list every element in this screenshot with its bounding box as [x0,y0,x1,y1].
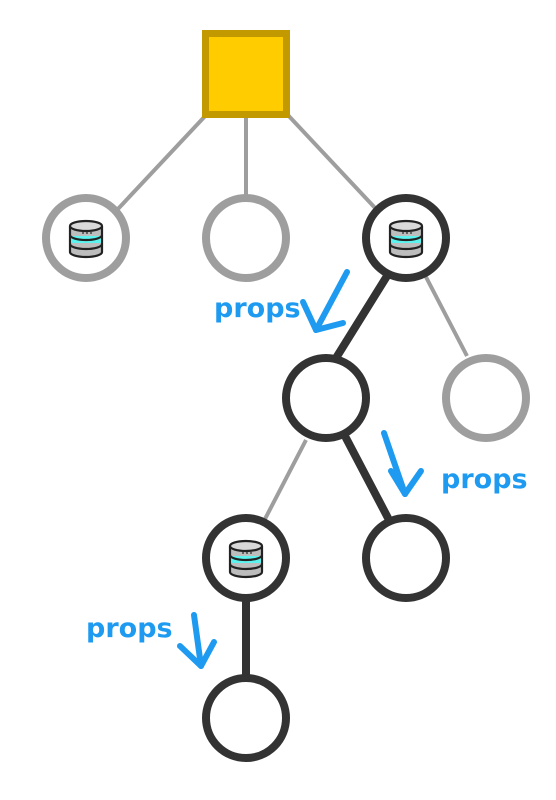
edge-d-g [342,434,392,522]
props-label-2: props [441,464,528,495]
database-icon [68,219,104,259]
props-label-3: props [86,613,173,644]
database-icon [388,219,424,259]
arrow-down-icon [381,430,424,497]
props-label-1: props [214,293,301,324]
props-arrows [177,269,424,669]
edge-c-e [424,276,469,357]
arrow-down-icon [177,612,217,669]
node-g [362,514,450,602]
arrow-down-icon [300,269,350,333]
node-b [202,194,290,282]
edge-root-c [284,111,379,212]
edge-c-d [332,272,391,362]
database-icon [228,539,264,579]
node-d [282,354,370,442]
edge-root-a [115,111,210,212]
node-h [202,674,290,762]
edge-d-f [263,439,308,520]
edges [115,111,469,682]
node-e [442,354,530,442]
root-node [202,30,290,118]
